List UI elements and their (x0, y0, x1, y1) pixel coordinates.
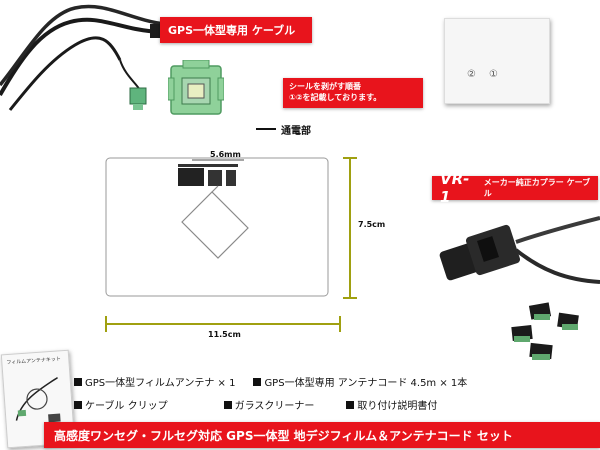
item-row-1: GPS一体型フィルムアンテナ × 1 GPS一体型専用 アンテナコード 4.5m… (74, 374, 594, 389)
top-banner: GPS一体型専用 ケーブル (160, 17, 312, 43)
length-dim-label: 11.5cm (208, 330, 241, 339)
item-row-2: ケーブル クリップ ガラスクリーナー 取り付け説明書付 (74, 397, 594, 412)
cable-clips-photo (511, 302, 579, 360)
item-text: GPS一体型フィルムアンテナ × 1 (85, 378, 236, 389)
sticker-sheet: ② ① (444, 18, 550, 104)
list-item: ガラスクリーナー (223, 397, 315, 412)
antenna-diagram (105, 157, 329, 297)
height-dim-label: 7.5cm (358, 220, 386, 229)
list-item: GPS一体型専用 アンテナコード 4.5m × 1本 (253, 374, 467, 389)
item-list: GPS一体型フィルムアンテナ × 1 GPS一体型専用 アンテナコード 4.5m… (74, 374, 594, 412)
cable-photo (0, 4, 166, 111)
list-item: 取り付け説明書付 (346, 397, 437, 412)
conduct-line (256, 128, 276, 130)
kit-package: フィルムアンテナキット (0, 349, 76, 449)
bullet-square-icon (74, 400, 82, 409)
bullet-square-icon (253, 377, 262, 386)
bullet-square-icon (74, 377, 82, 386)
vr1-brand: VR-1 (440, 170, 470, 206)
height-dim-cap-bottom (343, 297, 357, 299)
conduct-label: 通電部 (281, 126, 311, 137)
bullet-square-icon (223, 400, 232, 409)
item-text: ガラスクリーナー (234, 401, 315, 412)
seal-note-line-1: シールを剥がす順番 (289, 82, 361, 92)
length-dim-cap-left (105, 316, 107, 332)
height-dim-cap-top (343, 157, 357, 159)
height-dim-line (349, 158, 351, 298)
gps-module-icon (168, 60, 224, 115)
coupler-cable-photo (439, 216, 600, 284)
list-item: GPS一体型フィルムアンテナ × 1 (74, 374, 235, 389)
kit-package-illustration (15, 376, 61, 423)
kit-package-title: フィルムアンテナキット (6, 356, 62, 367)
length-dim-cap-right (339, 316, 341, 332)
bullet-square-icon (346, 400, 355, 409)
seal-note: シールを剥がす順番 ①②を記載しております。 (283, 78, 423, 108)
top-banner-text: GPS一体型専用 ケーブル (168, 24, 296, 37)
width-dim-label: 5.6mm (210, 150, 241, 159)
item-text: GPS一体型専用 アンテナコード 4.5m × 1本 (264, 378, 468, 389)
item-text: 取り付け説明書付 (357, 401, 438, 412)
length-dim-line (106, 323, 340, 325)
vr1-banner-text: メーカー純正カプラー ケーブル (483, 178, 591, 198)
sticker-label-1: ① (489, 69, 498, 80)
vr1-banner: VR-1 メーカー純正カプラー ケーブル (432, 170, 598, 206)
bottom-banner-text: 高感度ワンセグ・フルセグ対応 GPS一体型 地デジフィルム＆アンテナコード セッ… (54, 428, 513, 443)
seal-note-line-2: ①②を記載しております。 (289, 93, 382, 102)
sticker-label-2: ② (467, 69, 476, 80)
item-text: ケーブル クリップ (85, 401, 168, 412)
list-item: ケーブル クリップ (74, 397, 168, 412)
bottom-banner: 高感度ワンセグ・フルセグ対応 GPS一体型 地デジフィルム＆アンテナコード セッ… (44, 422, 600, 448)
